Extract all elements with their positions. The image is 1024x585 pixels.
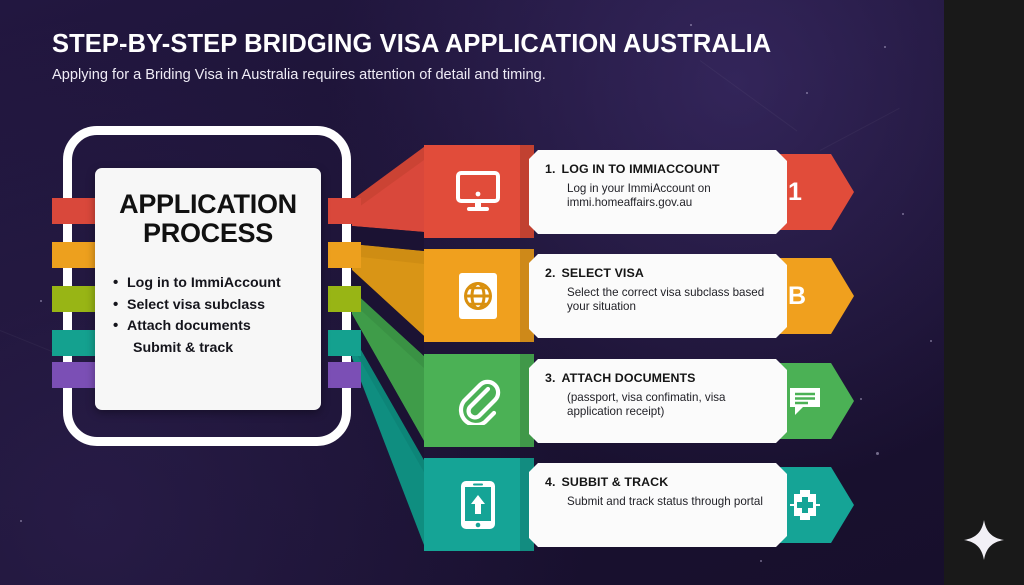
- header-block: STEP-BY-STEP BRIDGING VISA APPLICATION A…: [52, 30, 772, 85]
- star-speck: [860, 398, 862, 400]
- right-side-panel: [944, 0, 1024, 585]
- star-speck: [690, 24, 692, 26]
- desktop-monitor-icon: [452, 166, 504, 218]
- star-speck: [760, 560, 762, 562]
- step-4-title: SUBBIT & TRACK: [561, 475, 669, 489]
- badge-label: B: [788, 281, 807, 310]
- step-4-description: Submit and track status through portal: [567, 495, 763, 508]
- step-3-number: 3.: [545, 371, 556, 385]
- step-3-title: ATTACH DOCUMENTS: [561, 371, 696, 385]
- phone-upload-icon: [452, 479, 504, 531]
- list-item: Attach documents: [111, 315, 305, 338]
- step-1-heading: 1. LOG IN TO IMMIACCOUNT: [545, 162, 773, 176]
- star-speck: [876, 452, 879, 455]
- step-4-heading: 4. SUBBIT & TRACK: [545, 475, 773, 489]
- step-1-description: Log in your ImmiAccount on immi.homeaffa…: [567, 182, 711, 210]
- globe-passport-icon: [452, 270, 504, 322]
- step-2-title: SELECT VISA: [561, 266, 644, 280]
- step-row-1[interactable]: 1 1. LOG IN TO IMMIACCOUNT Log in your Im…: [424, 145, 864, 238]
- badge-label: 1: [788, 177, 802, 206]
- star-speck: [20, 520, 22, 522]
- list-item: Select visa subclass: [111, 294, 305, 317]
- star-speck: [884, 46, 886, 48]
- step-row-2[interactable]: B 2. SELECT VISA Select the correct visa …: [424, 249, 864, 342]
- paperclip-icon: [452, 375, 504, 427]
- process-card-title: APPLICATION PROCESS: [111, 189, 305, 249]
- step-2-description: Select the correct visa subclass based y…: [567, 286, 765, 314]
- step-3-card: 3. ATTACH DOCUMENTS (passport, visa confi…: [529, 359, 787, 443]
- step-2-color-bar: [424, 249, 534, 342]
- step-row-3[interactable]: 3. ATTACH DOCUMENTS (passport, visa confi…: [424, 354, 864, 447]
- step-3-color-bar: [424, 354, 534, 447]
- star-speck: [40, 300, 42, 302]
- list-item: Log in to ImmiAccount: [111, 272, 305, 295]
- step-1-number: 1.: [545, 162, 556, 176]
- list-item: Submit & track: [133, 340, 234, 357]
- process-title-line2: PROCESS: [143, 218, 273, 249]
- step-row-4[interactable]: 4. SUBBIT & TRACK Submit and track status…: [424, 458, 864, 551]
- plus-cross-icon: [788, 488, 822, 522]
- process-bullet-list: Log in to ImmiAccount Select visa subcla…: [111, 272, 305, 359]
- step-4-card: 4. SUBBIT & TRACK Submit and track status…: [529, 463, 787, 547]
- star-speck: [902, 213, 904, 215]
- step-4-number: 4.: [545, 475, 556, 489]
- star-speck: [806, 92, 808, 94]
- star-speck: [120, 48, 122, 50]
- step-2-card: 2. SELECT VISA Select the correct visa su…: [529, 254, 787, 338]
- page-subtitle: Applying for a Briding Visa in Australia…: [52, 67, 546, 84]
- page-title: STEP-BY-STEP BRIDGING VISA APPLICATION A…: [52, 30, 772, 58]
- step-2-heading: 2. SELECT VISA: [545, 266, 773, 280]
- speech-bubble-icon: [788, 385, 822, 417]
- application-process-card: APPLICATION PROCESS Log in to ImmiAccoun…: [95, 168, 321, 410]
- step-3-description: (passport, visa confimatin, visa applica…: [567, 391, 726, 419]
- star-speck: [930, 340, 932, 342]
- process-title-line1: APPLICATION: [119, 189, 297, 219]
- four-point-star-icon: [963, 519, 1005, 561]
- step-3-heading: 3. ATTACH DOCUMENTS: [545, 371, 773, 385]
- step-2-number: 2.: [545, 266, 556, 280]
- step-1-title: LOG IN TO IMMIACCOUNT: [561, 162, 720, 176]
- step-1-card: 1. LOG IN TO IMMIACCOUNT Log in your Immi…: [529, 150, 787, 234]
- color-band-teal: [52, 330, 361, 356]
